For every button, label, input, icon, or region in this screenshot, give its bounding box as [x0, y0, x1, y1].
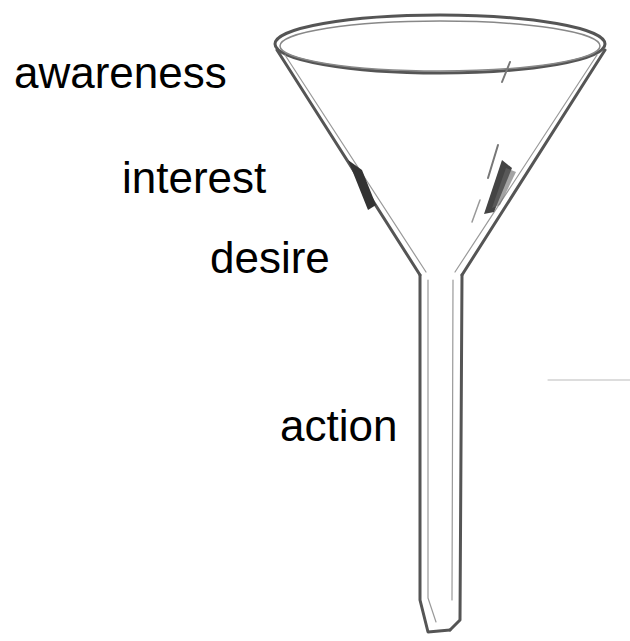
funnel-rim-inner — [280, 21, 600, 71]
funnel-stem-left-inner — [428, 280, 436, 622]
glass-glint — [502, 62, 510, 82]
stage-label: desire — [210, 236, 330, 280]
funnel-stem-right — [450, 275, 462, 630]
funnel-rim — [275, 15, 605, 73]
funnel-cone-right — [462, 50, 605, 275]
glass-glint — [488, 145, 498, 178]
glass-glint — [472, 200, 480, 222]
stage-label: action — [280, 404, 397, 448]
glass-shade — [492, 168, 516, 208]
funnel-stem-left — [420, 275, 450, 632]
stage-label: awareness — [14, 51, 227, 95]
funnel-cone-right-inner — [455, 55, 597, 272]
glass-shade — [348, 160, 376, 210]
stray-line — [548, 380, 630, 381]
stage-label: interest — [122, 156, 266, 200]
funnel-stem-right-inner — [452, 280, 453, 600]
